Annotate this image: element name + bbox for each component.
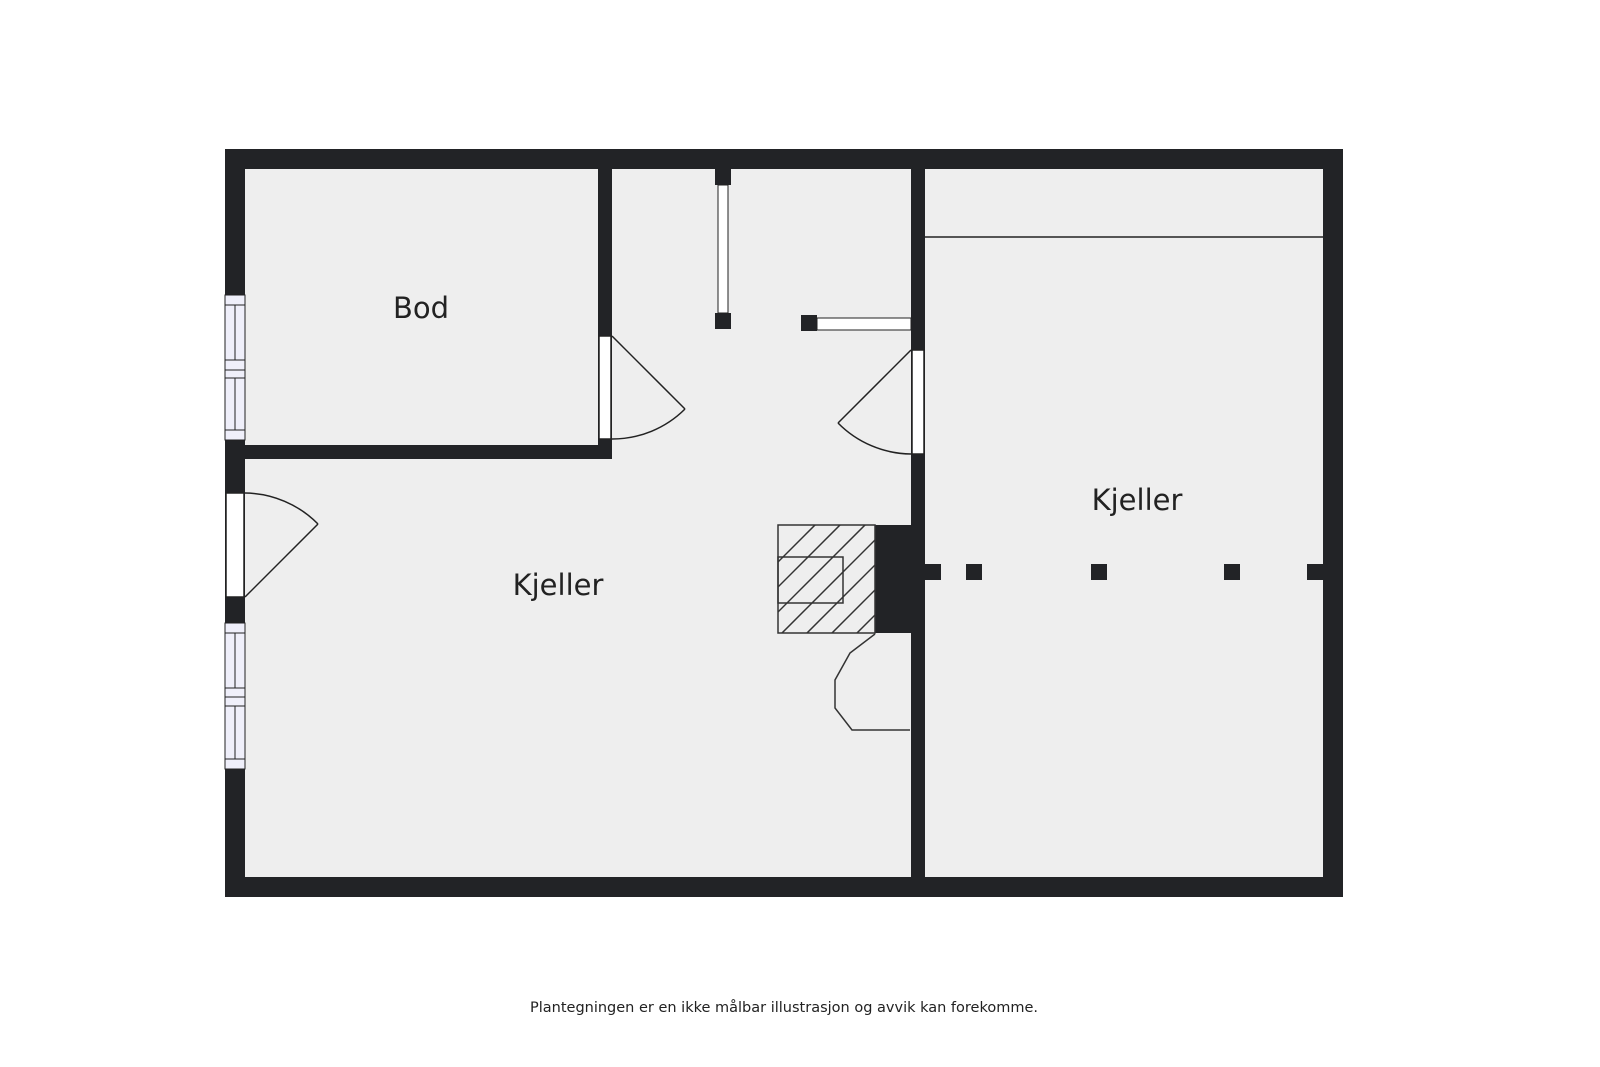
disclaimer: Plantegningen er en ikke målbar illustra… <box>529 1000 1039 1016</box>
door-entrance[interactable] <box>225 492 319 598</box>
partition-glass <box>816 317 912 331</box>
room-label-bod: Bod <box>393 291 449 325</box>
room-label-kjeller-right: Kjeller <box>1092 483 1183 517</box>
room-label-kjeller-left: Kjeller <box>513 568 604 602</box>
floor <box>235 159 1333 887</box>
window-bod <box>224 294 246 441</box>
posts <box>925 564 1323 580</box>
chimney <box>777 524 876 634</box>
stove-outline <box>834 633 910 731</box>
window-kjeller <box>224 622 246 770</box>
door-bod[interactable] <box>598 335 686 440</box>
door-kjeller-right[interactable] <box>837 349 925 455</box>
partition-glass <box>717 184 729 314</box>
